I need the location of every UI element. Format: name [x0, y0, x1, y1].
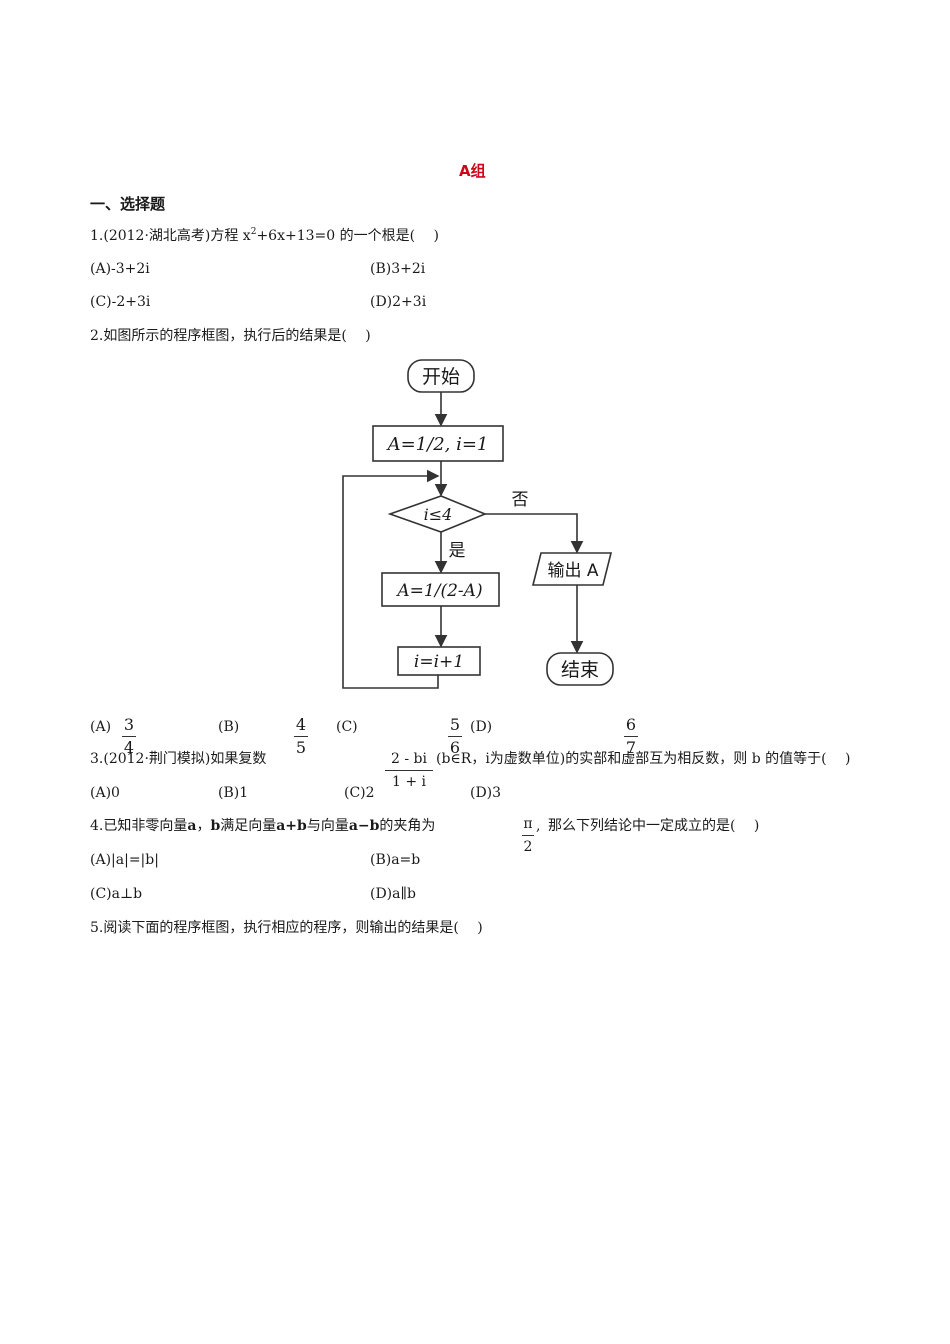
- q4-option-a[interactable]: (A)|a|=|b|: [90, 852, 159, 868]
- q4-stem-b: 满足向量: [220, 818, 277, 834]
- q4-stem-c: 与向量: [306, 818, 349, 834]
- no-branch-arrow: [485, 513, 584, 554]
- q1-option-c[interactable]: (C)-2+3i: [90, 294, 151, 310]
- q4-vector-diff: a−b: [348, 818, 380, 834]
- q3-stem-a: 3.(2012·荆门模拟)如果复数: [90, 751, 267, 767]
- q2-stem: 2.如图所示的程序框图，执行后的结果是( ): [90, 328, 371, 344]
- output-parallelogram: [531, 552, 613, 586]
- q4-stem-e: 那么下列结论中一定成立的是( ): [548, 818, 760, 834]
- q1-superscript: 2: [250, 227, 257, 237]
- q5-stem: 5.阅读下面的程序框图，执行相应的程序，则输出的结果是( ): [90, 920, 483, 936]
- q2-fraction-b-den: 5: [295, 738, 307, 757]
- output-label: 输出 A: [547, 561, 598, 581]
- q4-angle-num: π: [523, 816, 533, 832]
- q2-option-d[interactable]: (D): [470, 719, 493, 735]
- q4-option-d[interactable]: (D)a∥b: [370, 886, 416, 902]
- flowchart: 开始 A=1/2, i=1 i≤4 否 是 A=1/(2-A) i=i+1 输出…: [342, 359, 614, 689]
- update-a-label: A=1/(2-A): [395, 581, 482, 601]
- q4-angle-den: 2: [523, 839, 533, 855]
- q1-stem: 1.(2012·湖北高考)方程 x2+6x+13=0 的一个根是( ): [90, 227, 439, 245]
- init-label: A=1/2, i=1: [386, 434, 489, 455]
- start-label: 开始: [422, 366, 460, 388]
- q1-option-d[interactable]: (D)2+3i: [370, 294, 427, 310]
- condition-label: i≤4: [424, 505, 453, 524]
- q1-option-a[interactable]: (A)-3+2i: [90, 261, 150, 277]
- q3-stem-b: (b∈R，i为虚数单位)的实部和虚部互为相反数，则 b 的值等于( ): [436, 751, 851, 767]
- q1-stem-post: +6x+13=0 的一个根是( ): [256, 228, 439, 244]
- q4-angle-tail: ,: [536, 818, 541, 834]
- loop-back-arrow: [342, 469, 440, 689]
- q2-fraction-a-num: 3: [123, 715, 135, 734]
- q4-stem-a: 4.已知非零向量: [90, 818, 188, 834]
- q2-fraction-a-den: 4: [123, 738, 135, 757]
- q2-option-c[interactable]: (C): [336, 719, 358, 735]
- q3-option-a[interactable]: (A)0: [90, 785, 120, 801]
- init-box: [372, 425, 504, 462]
- q4-option-b[interactable]: (B)a=b: [370, 852, 421, 868]
- q4-vector-sum: a+b: [276, 818, 307, 834]
- end-label: 结束: [561, 659, 599, 681]
- q1-stem-pre: 1.(2012·湖北高考)方程 x: [90, 228, 251, 244]
- q2-option-b[interactable]: (B): [218, 719, 240, 735]
- no-label: 否: [512, 490, 529, 510]
- group-heading: A组: [459, 162, 486, 180]
- section-heading: 一、选择题: [90, 195, 166, 213]
- q2-fraction-c-num: 5: [449, 715, 461, 734]
- q4-vector-b: b: [210, 818, 221, 834]
- q2-fraction-d-den: 7: [625, 738, 637, 757]
- q3-option-b[interactable]: (B)1: [218, 785, 249, 801]
- q1-option-b[interactable]: (B)3+2i: [370, 261, 426, 277]
- q4-stem-d: 的夹角为: [379, 818, 436, 834]
- yes-label: 是: [449, 541, 466, 561]
- q2-fraction-c-den: 6: [449, 738, 461, 757]
- q3-option-c[interactable]: (C)2: [344, 785, 375, 801]
- q3-fraction-den: 1 + i: [391, 774, 426, 790]
- q2-fraction-b-num: 4: [295, 715, 307, 734]
- end-terminal: [546, 652, 614, 686]
- q2-fraction-d-num: 6: [625, 715, 637, 734]
- q3-fraction: 2 - bi 1 + i: [385, 750, 433, 791]
- q4-vector-a: a: [187, 818, 197, 834]
- q4-comma: ，: [196, 818, 211, 834]
- q4-stem: 4.已知非零向量a，b满足向量a+b与向量a−b的夹角为: [90, 817, 435, 835]
- q3-fraction-num: 2 - bi: [391, 751, 427, 767]
- update-i-box: [397, 646, 481, 676]
- q2-option-a[interactable]: (A): [90, 719, 112, 735]
- update-i-label: i=i+1: [414, 652, 464, 672]
- q4-option-c[interactable]: (C)a⊥b: [90, 886, 143, 902]
- q3-option-d[interactable]: (D)3: [470, 785, 502, 801]
